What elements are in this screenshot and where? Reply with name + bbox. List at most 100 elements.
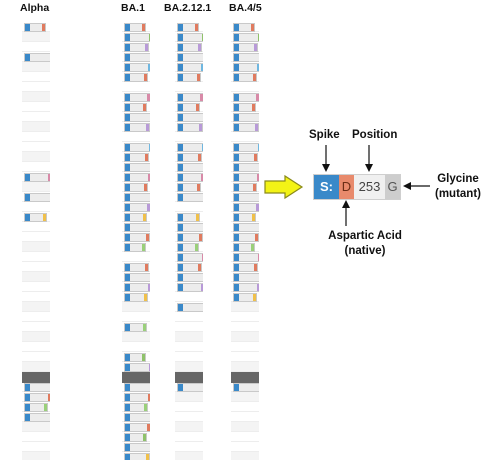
mutation-chip-thumbnail: [124, 293, 148, 302]
mutation-row: [231, 192, 259, 202]
mutation-row: [122, 282, 150, 292]
mutation-row: [122, 32, 150, 42]
mutation-row: [175, 202, 203, 212]
mutation-row: [122, 442, 150, 452]
mutation-row: [231, 82, 259, 92]
mutation-row: [22, 102, 50, 112]
mutation-row: [22, 432, 50, 442]
mutation-chip-thumbnail: [233, 113, 259, 122]
mutation-row: [22, 392, 50, 402]
mutation-chip-thumbnail: [233, 283, 259, 292]
mutation-row: [122, 332, 150, 342]
mutation-chip-thumbnail: [124, 403, 148, 412]
mutation-row: [231, 122, 259, 132]
mutation-chip-thumbnail: [177, 123, 203, 132]
mutation-chip-thumbnail: [177, 223, 203, 232]
mutation-row: [175, 272, 203, 282]
mutation-chip-thumbnail: [177, 213, 200, 222]
mutation-chip-thumbnail: [177, 273, 203, 282]
mutation-chip-thumbnail: [177, 43, 202, 52]
mutation-row: [122, 262, 150, 272]
mutation-chip-thumbnail: [233, 243, 255, 252]
mutation-chip-thumbnail: [177, 173, 203, 182]
mutation-row: [22, 302, 50, 312]
chip-position: 253: [354, 175, 385, 199]
mutation-row: [175, 332, 203, 342]
mutation-row: [22, 252, 50, 262]
mutation-row: [122, 72, 150, 82]
mutation-row: [175, 322, 203, 332]
mutation-row: [175, 292, 203, 302]
mutation-row: [22, 162, 50, 172]
mutation-row: [22, 172, 50, 182]
mutation-strip-ba1: [122, 22, 150, 460]
mutation-row: [122, 102, 150, 112]
mutation-row: [22, 192, 50, 202]
mutation-row: [122, 192, 150, 202]
mutation-row: [122, 132, 150, 142]
mutation-row: [175, 182, 203, 192]
mutation-row: [231, 92, 259, 102]
mutation-row: [175, 312, 203, 322]
mutation-row: [175, 242, 203, 252]
mutation-chip-thumbnail: [233, 93, 259, 102]
mutation-chip-thumbnail: [233, 223, 259, 232]
mutation-row: [175, 122, 203, 132]
mutation-row: [175, 362, 203, 372]
mutation-row: [231, 422, 259, 432]
mutation-chip-thumbnail: [124, 103, 147, 112]
mutation-row: [175, 352, 203, 362]
mutation-chip-thumbnail: [124, 353, 146, 362]
mutation-row: [22, 132, 50, 142]
mutation-row: [175, 62, 203, 72]
chip-protein: S:: [314, 175, 339, 199]
mutation-chip-thumbnail: [124, 153, 149, 162]
mutation-chip-thumbnail: [233, 273, 259, 282]
section-separator-band: [22, 372, 50, 383]
mutation-row: [122, 172, 150, 182]
mutation-row: [175, 282, 203, 292]
mutation-chip-thumbnail: [233, 63, 259, 72]
mutation-chip-thumbnail: [124, 263, 149, 272]
mutation-row: [122, 222, 150, 232]
mutation-chip-thumbnail: [233, 233, 259, 242]
mutation-row: [175, 32, 203, 42]
mutation-row: [175, 342, 203, 352]
mutation-row: [231, 352, 259, 362]
mutation-row: [122, 252, 150, 262]
mutation-chip-thumbnail: [233, 253, 259, 262]
mutation-row: [22, 442, 50, 452]
mutation-chip-thumbnail: [124, 203, 150, 212]
mutation-row: [175, 152, 203, 162]
mutation-row: [231, 42, 259, 52]
mutation-chip-thumbnail: [233, 173, 259, 182]
mutation-row: [231, 202, 259, 212]
mutation-row: [231, 52, 259, 62]
mutation-row: [122, 312, 150, 322]
mutation-row: [122, 152, 150, 162]
mutation-row: [122, 92, 150, 102]
mutation-row: [22, 262, 50, 272]
mutation-row: [175, 42, 203, 52]
mutation-row: [122, 322, 150, 332]
mutation-chip-thumbnail: [177, 243, 199, 252]
mutation-chip-thumbnail: [124, 393, 150, 402]
mutation-chip-thumbnail: [177, 63, 203, 72]
column-title-ba2121: BA.2.12.1: [164, 2, 212, 14]
mutation-row: [175, 452, 203, 460]
mutation-chip-thumbnail: [177, 193, 203, 202]
mutation-row: [122, 362, 150, 372]
mutation-row: [22, 42, 50, 52]
mutation-chip-thumbnail: [233, 73, 257, 82]
mutation-chip-thumbnail: [177, 283, 203, 292]
mutation-row: [22, 242, 50, 252]
mutation-row: [231, 262, 259, 272]
mutation-row: [231, 182, 259, 192]
mutation-row: [22, 352, 50, 362]
mutation-chip-thumbnail: [233, 143, 259, 152]
mutation-row: [122, 162, 150, 172]
mutation-row: [231, 162, 259, 172]
mutation-row: [175, 262, 203, 272]
mutation-row: [175, 112, 203, 122]
